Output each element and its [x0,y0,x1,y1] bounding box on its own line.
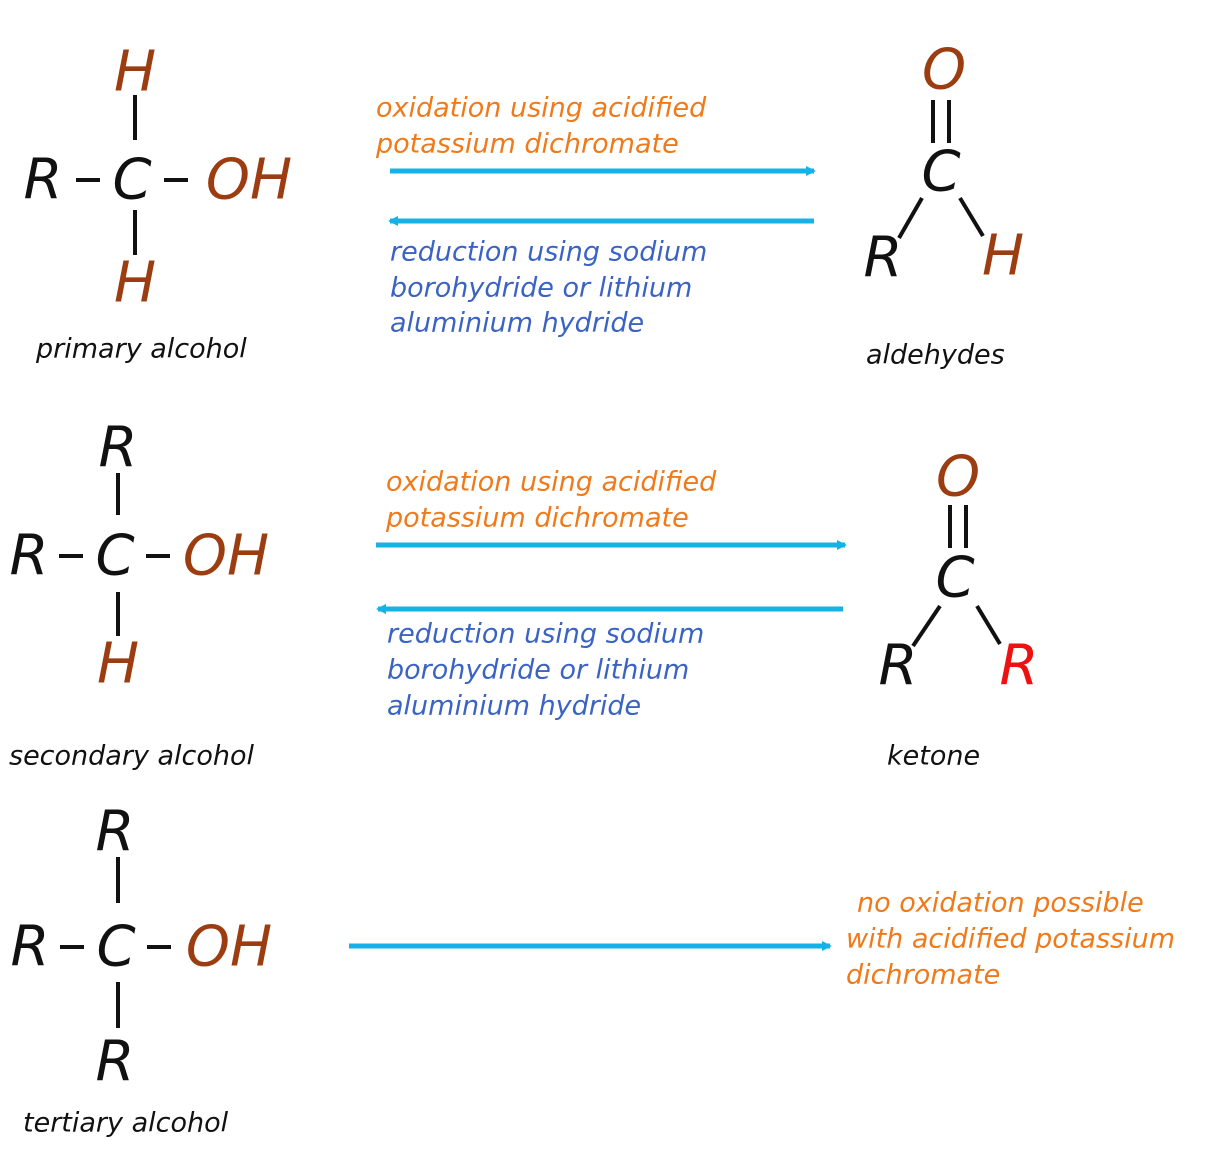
aldehyde-atom-c: C [921,140,960,205]
aldehyde-bond-c-r [897,197,924,239]
primary-reduction-label: reduction using sodium borohydride or li… [390,237,707,339]
primary-atom-r: R [24,148,63,213]
oxidation-line-1: oxidation using acidified [376,93,707,124]
tertiary-atom-c: C [96,915,135,980]
reduction-line-1: reduction using sodium [387,619,704,650]
oxidation-line-1: oxidation using acidified [386,467,717,498]
secondary-atom-r-top: R [99,416,138,481]
aldehyde-structure: O C R H [864,38,1025,291]
primary-atom-h-top: H [114,40,156,105]
no-oxidation-label: no oxidation possible with acidified pot… [846,888,1175,991]
oxidation-line-2: potassium dichromate [385,503,689,534]
primary-atom-oh: OH [206,148,292,213]
secondary-alcohol-label: secondary alcohol [9,741,255,772]
secondary-alcohol-structure: R R C OH H [10,416,270,697]
aldehyde-atom-o: O [922,38,966,103]
tertiary-alcohol-label: tertiary alcohol [23,1108,229,1139]
oxidation-line-2: potassium dichromate [375,129,679,160]
secondary-oxidation-label: oxidation using acidified potassium dich… [385,467,717,534]
reduction-line-1: reduction using sodium [390,237,707,268]
tertiary-atom-r-top: R [96,800,135,865]
aldehyde-atom-h: H [982,224,1024,289]
primary-oxidation-label: oxidation using acidified potassium dich… [375,93,707,160]
primary-alcohol-label: primary alcohol [35,334,247,365]
secondary-atom-r-left: R [10,524,49,589]
secondary-atom-oh: OH [183,524,269,589]
aldehyde-label: aldehydes [866,340,1005,371]
ketone-structure: O C R R [879,445,1039,699]
reduction-line-2: borohydride or lithium [387,655,689,686]
ketone-atom-r-right: R [1000,634,1039,699]
tertiary-atom-oh: OH [186,915,272,980]
ketone-bond-c-r-left [911,604,942,648]
reduction-line-2: borohydride or lithium [390,273,692,304]
primary-alcohol-structure: H R C OH H [24,40,293,316]
ketone-label: ketone [887,741,980,772]
ketone-atom-r-left: R [879,634,918,699]
no-oxidation-line-1: no oxidation possible [857,888,1144,919]
primary-atom-h-bottom: H [114,251,156,316]
ketone-atom-c: C [935,546,974,611]
ketone-atom-o: O [936,445,980,510]
reduction-line-3: aluminium hydride [387,691,641,722]
no-oxidation-line-2: with acidified potassium [846,924,1175,955]
primary-atom-c: C [112,148,151,213]
no-oxidation-line-3: dichromate [846,960,1000,991]
secondary-atom-c: C [95,524,134,589]
aldehyde-bond-c-h [958,196,985,238]
tertiary-atom-r-left: R [11,915,50,980]
aldehyde-atom-r: R [864,226,903,291]
tertiary-atom-r-bottom: R [96,1030,135,1095]
tertiary-alcohol-structure: R R C OH R [11,800,273,1095]
ketone-bond-c-r-right [975,604,1002,646]
secondary-atom-h: H [97,632,139,697]
reduction-line-3: aluminium hydride [390,308,644,339]
secondary-reduction-label: reduction using sodium borohydride or li… [387,619,704,722]
